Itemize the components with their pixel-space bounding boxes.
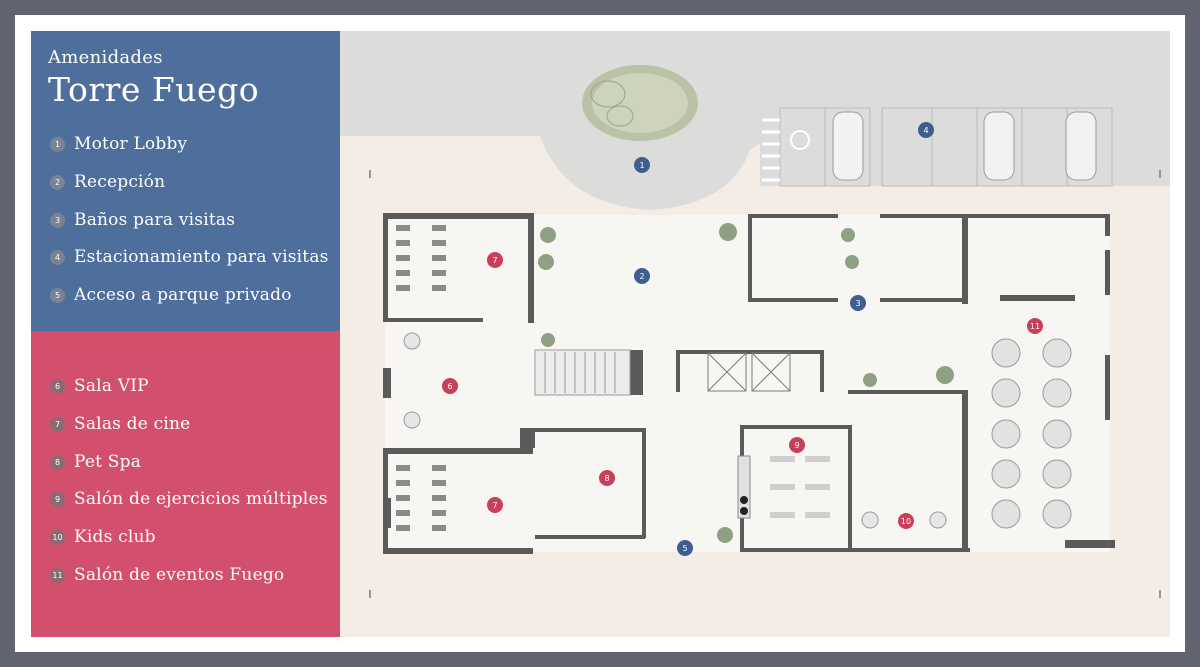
legend-label: Salas de cine [74,414,191,434]
legend-number: 4 [50,249,65,265]
plan-marker: 2 [634,268,650,284]
legend-number: 5 [50,287,65,303]
legend-item: 5 Acceso a parque privado [50,283,292,307]
legend-number: 9 [50,491,65,507]
legend-label: Salón de eventos Fuego [74,565,285,585]
plan-marker: 9 [789,437,805,453]
legend-item: 9 Salón de ejercicios múltiples [50,487,328,511]
legend-item: 10 Kids club [50,525,156,549]
legend-item: 6 Sala VIP [50,374,149,398]
legend-item: 7 Salas de cine [50,412,190,436]
floor-plan [340,31,1170,637]
plan-marker: 3 [850,295,866,311]
page-title: Torre Fuego [48,70,260,109]
plan-marker: 7 [487,252,503,268]
plan-marker: 10 [898,513,914,529]
legend-number: 7 [50,416,65,432]
legend-number: 11 [50,567,65,583]
legend-label: Motor Lobby [74,134,188,154]
plan-marker: 1 [634,157,650,173]
legend-number: 8 [50,454,65,470]
plan-marker: 8 [599,470,615,486]
legend-label: Baños para visitas [74,210,236,230]
legend-label: Acceso a parque privado [74,285,292,305]
legend-label: Salón de ejercicios múltiples [74,489,328,509]
legend-number: 1 [50,136,65,152]
legend-item: 11 Salón de eventos Fuego [50,563,284,587]
legend-number: 3 [50,212,65,228]
legend-item: 3 Baños para visitas [50,208,235,232]
legend-item: 1 Motor Lobby [50,132,187,156]
legend-number: 6 [50,378,65,394]
plan-marker: 5 [677,540,693,556]
legend-label: Recepción [74,172,166,192]
page-subtitle: Amenidades [48,47,163,68]
legend-label: Estacionamiento para visitas [74,247,329,267]
plan-marker: 4 [918,122,934,138]
legend-label: Sala VIP [74,376,149,396]
legend-number: 10 [50,529,65,545]
legend-label: Pet Spa [74,452,142,472]
legend-number: 2 [50,174,65,190]
legend-label: Kids club [74,527,156,547]
legend-panel-amenities [31,331,340,637]
floor-plan-drawing [340,31,1170,637]
legend-item: 8 Pet Spa [50,450,141,474]
legend-item: 2 Recepción [50,170,165,194]
legend-item: 4 Estacionamiento para visitas [50,245,329,269]
plan-marker: 11 [1027,318,1043,334]
plan-marker: 6 [442,378,458,394]
plan-marker: 7 [487,497,503,513]
legend-panel-access [31,31,340,331]
